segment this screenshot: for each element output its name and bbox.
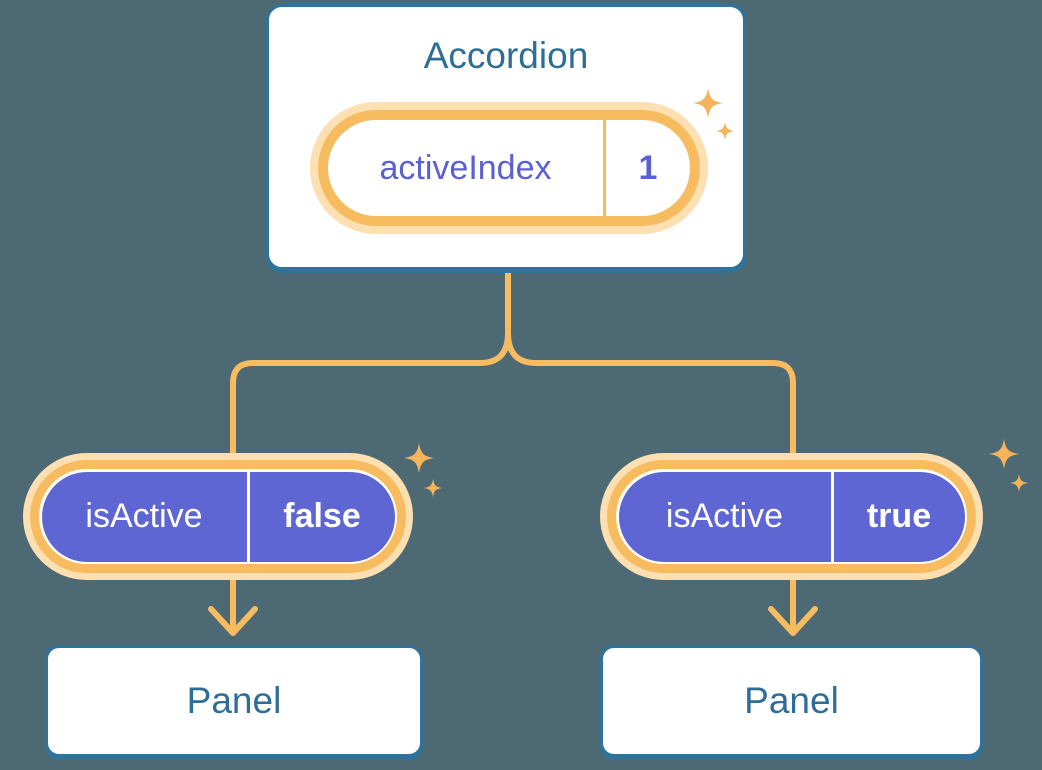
prop-pill-left-ring: isActive false bbox=[30, 460, 406, 573]
prop-name-label: isActive bbox=[85, 497, 203, 535]
state-pill-core: activeIndex 1 bbox=[328, 120, 690, 216]
arrow-left-head bbox=[208, 606, 258, 636]
arrow-right-head bbox=[768, 606, 818, 636]
sparkle-icon bbox=[424, 479, 442, 497]
state-pill-ring: activeIndex 1 bbox=[318, 110, 700, 226]
pill-divider bbox=[246, 471, 250, 562]
accordion-component-box: Accordion activeIndex 1 bbox=[266, 4, 746, 270]
connector-branch-left bbox=[230, 267, 511, 455]
prop-pill-left: isActive false bbox=[23, 453, 413, 580]
panel-title: Panel bbox=[744, 680, 839, 721]
state-pill: activeIndex 1 bbox=[310, 102, 708, 234]
connector-branch-right bbox=[505, 267, 796, 455]
accordion-title: Accordion bbox=[423, 35, 589, 76]
pill-divider bbox=[603, 120, 606, 216]
prop-pill-right-ring: isActive true bbox=[607, 460, 976, 573]
prop-name-label: isActive bbox=[665, 497, 784, 535]
prop-value-label: false bbox=[283, 497, 361, 535]
sparkle-icon bbox=[693, 88, 723, 118]
prop-pill-right-outline: isActive true bbox=[616, 469, 967, 564]
state-value-label: 1 bbox=[638, 148, 658, 187]
prop-pill-right: isActive true bbox=[600, 453, 983, 580]
panel-title: Panel bbox=[186, 680, 282, 721]
prop-pill-right-core: isActive true bbox=[618, 471, 965, 562]
prop-pill-left-core: isActive false bbox=[41, 471, 395, 562]
sparkle-icon bbox=[1010, 474, 1028, 492]
pill-divider bbox=[830, 471, 834, 562]
sparkle-icon bbox=[989, 439, 1019, 469]
state-name-label: activeIndex bbox=[379, 148, 552, 187]
prop-value-label: true bbox=[866, 497, 932, 535]
panel-box-left: Panel bbox=[45, 645, 423, 757]
sparkle-icon bbox=[716, 122, 734, 140]
prop-pill-left-outline: isActive false bbox=[39, 469, 397, 564]
sparkle-icon bbox=[404, 443, 434, 473]
panel-box-right: Panel bbox=[600, 645, 983, 757]
